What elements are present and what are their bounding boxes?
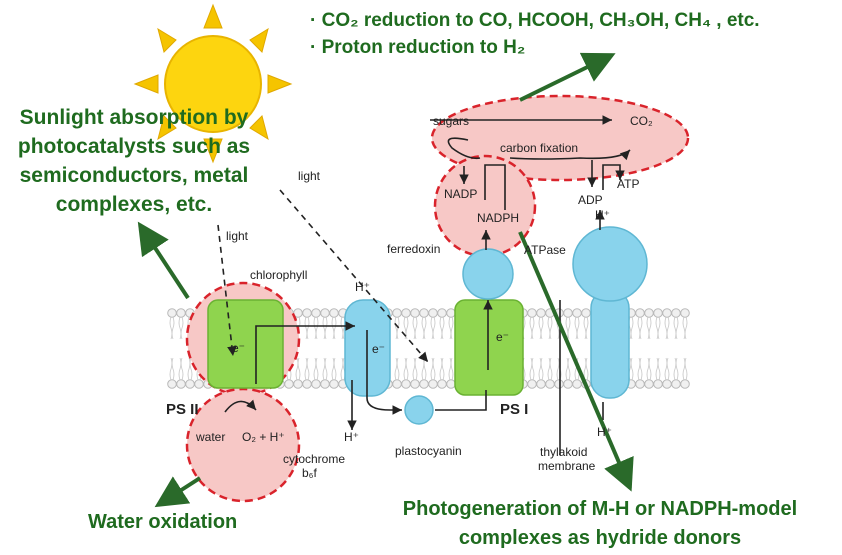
- sugars-label: sugars: [433, 114, 469, 128]
- top-callout-line1: · CO₂ reduction to CO, HCOOH, CH₃OH, CH₄…: [310, 10, 760, 31]
- left-callout-line3: semiconductors, metal: [20, 164, 249, 187]
- atpase-label: ATPase: [524, 243, 566, 257]
- water-oxidation-highlight: [185, 387, 301, 503]
- chlorophyll-label: chlorophyll: [250, 268, 307, 282]
- top-callout-line2: · Proton reduction to H₂: [310, 37, 525, 58]
- co2-label: CO₂: [630, 114, 653, 128]
- thylakoid-label-2: membrane: [538, 459, 596, 473]
- plastocyanin-label: plastocyanin: [395, 444, 462, 458]
- ps1-label: PS I: [500, 401, 528, 418]
- ps2-label: PS II: [166, 401, 199, 418]
- ferredoxin-label: ferredoxin: [387, 242, 440, 256]
- light-label-1: light: [298, 169, 321, 183]
- nadp-label: NADP: [444, 187, 477, 201]
- ps1-complex: [454, 299, 524, 396]
- nadph-label: NADPH: [477, 211, 519, 225]
- atpase-proton-bottom-label: H⁺: [597, 425, 612, 439]
- atpase-head: [572, 226, 648, 302]
- adp-label: ADP: [578, 193, 603, 207]
- cytochrome-label-2: b₆f: [302, 466, 318, 480]
- light-label-2: light: [226, 229, 249, 243]
- thylakoid-label-1: thylakoid: [540, 445, 587, 459]
- electron-label-1: e⁻: [232, 341, 245, 355]
- water-label: water: [195, 430, 225, 444]
- sun-icon: [133, 3, 293, 164]
- atp-label: ATP: [617, 177, 639, 191]
- callout-arrows: [137, 52, 634, 508]
- o2-h-label: O₂ + H⁺: [242, 430, 285, 444]
- cytochrome-proton-bottom: H⁺: [344, 430, 359, 444]
- light-paths: [217, 189, 429, 363]
- ps2-complex: [207, 299, 284, 389]
- electron-label-2: e⁻: [372, 342, 385, 356]
- left-callout-line4: complexes, etc.: [56, 193, 212, 216]
- atpase-proton-top-label: H⁺: [595, 208, 610, 222]
- bottom-right-callout-line2: complexes as hydride donors: [459, 527, 741, 549]
- electron-label-3: e⁻: [496, 330, 509, 344]
- ferredoxin-protein: [462, 248, 514, 300]
- bottom-left-callout: Water oxidation: [88, 511, 237, 533]
- plastocyanin-protein: [404, 395, 434, 425]
- bottom-right-callout-line1: Photogeneration of M-H or NADPH-model: [403, 498, 797, 520]
- carbon-fixation-label: carbon fixation: [500, 141, 578, 155]
- atpase-stalk: [590, 289, 630, 399]
- left-callout-line1: Sunlight absorption by: [20, 106, 249, 129]
- cytochrome-label-1: cytochrome: [283, 452, 345, 466]
- cytochrome-proton-top: H⁺: [355, 280, 370, 294]
- left-callout-line2: photocatalysts such as: [18, 135, 250, 158]
